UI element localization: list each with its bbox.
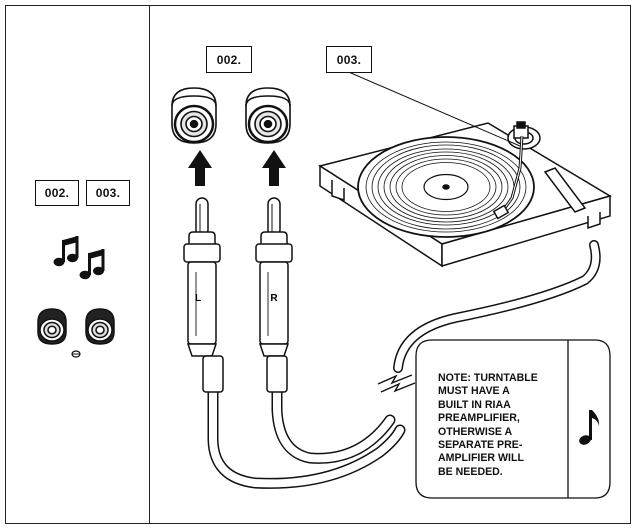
sidebar-label-002: 002. [35, 180, 79, 206]
sidebar-label-003: 003. [86, 180, 130, 206]
note-box [415, 339, 611, 499]
outer-frame [5, 5, 631, 524]
note-line: AMPLIFIER WILL [438, 452, 524, 465]
plug-right-letter: R [270, 293, 278, 304]
rca-plug-left [183, 197, 224, 393]
note-line: PREAMPLIFIER, [438, 412, 520, 425]
top-label-002: 002. [206, 46, 252, 73]
turntable-icon [318, 121, 612, 268]
note-line: MUST HAVE A [438, 385, 510, 398]
panel-divider [149, 5, 150, 524]
top-label-003: 003. [326, 46, 372, 73]
up-arrow-icon [188, 150, 212, 186]
up-arrow-icon [262, 150, 286, 186]
beamed-eighth-notes-icon [53, 236, 105, 280]
note-line: BE NEEDED. [438, 465, 503, 478]
sidebar-jacks-icon [37, 308, 115, 358]
rca-plug-right [255, 197, 293, 393]
leader-line [343, 69, 521, 147]
plug-left-letter: L [195, 293, 201, 304]
eighth-note-icon [579, 410, 600, 445]
note-text: NOTE: TURNTABLE MUST HAVE A BUILT IN RIA… [438, 372, 563, 479]
note-line: OTHERWISE A [438, 425, 513, 438]
rca-jack-icon [171, 87, 217, 144]
note-line: SEPARATE PRE- [438, 439, 523, 452]
cables [207, 240, 601, 489]
rca-jack-icon [245, 87, 291, 144]
note-line: NOTE: TURNTABLE [438, 372, 538, 384]
note-line: BUILT IN RIAA [438, 398, 511, 411]
cable-break-symbol [377, 374, 416, 393]
